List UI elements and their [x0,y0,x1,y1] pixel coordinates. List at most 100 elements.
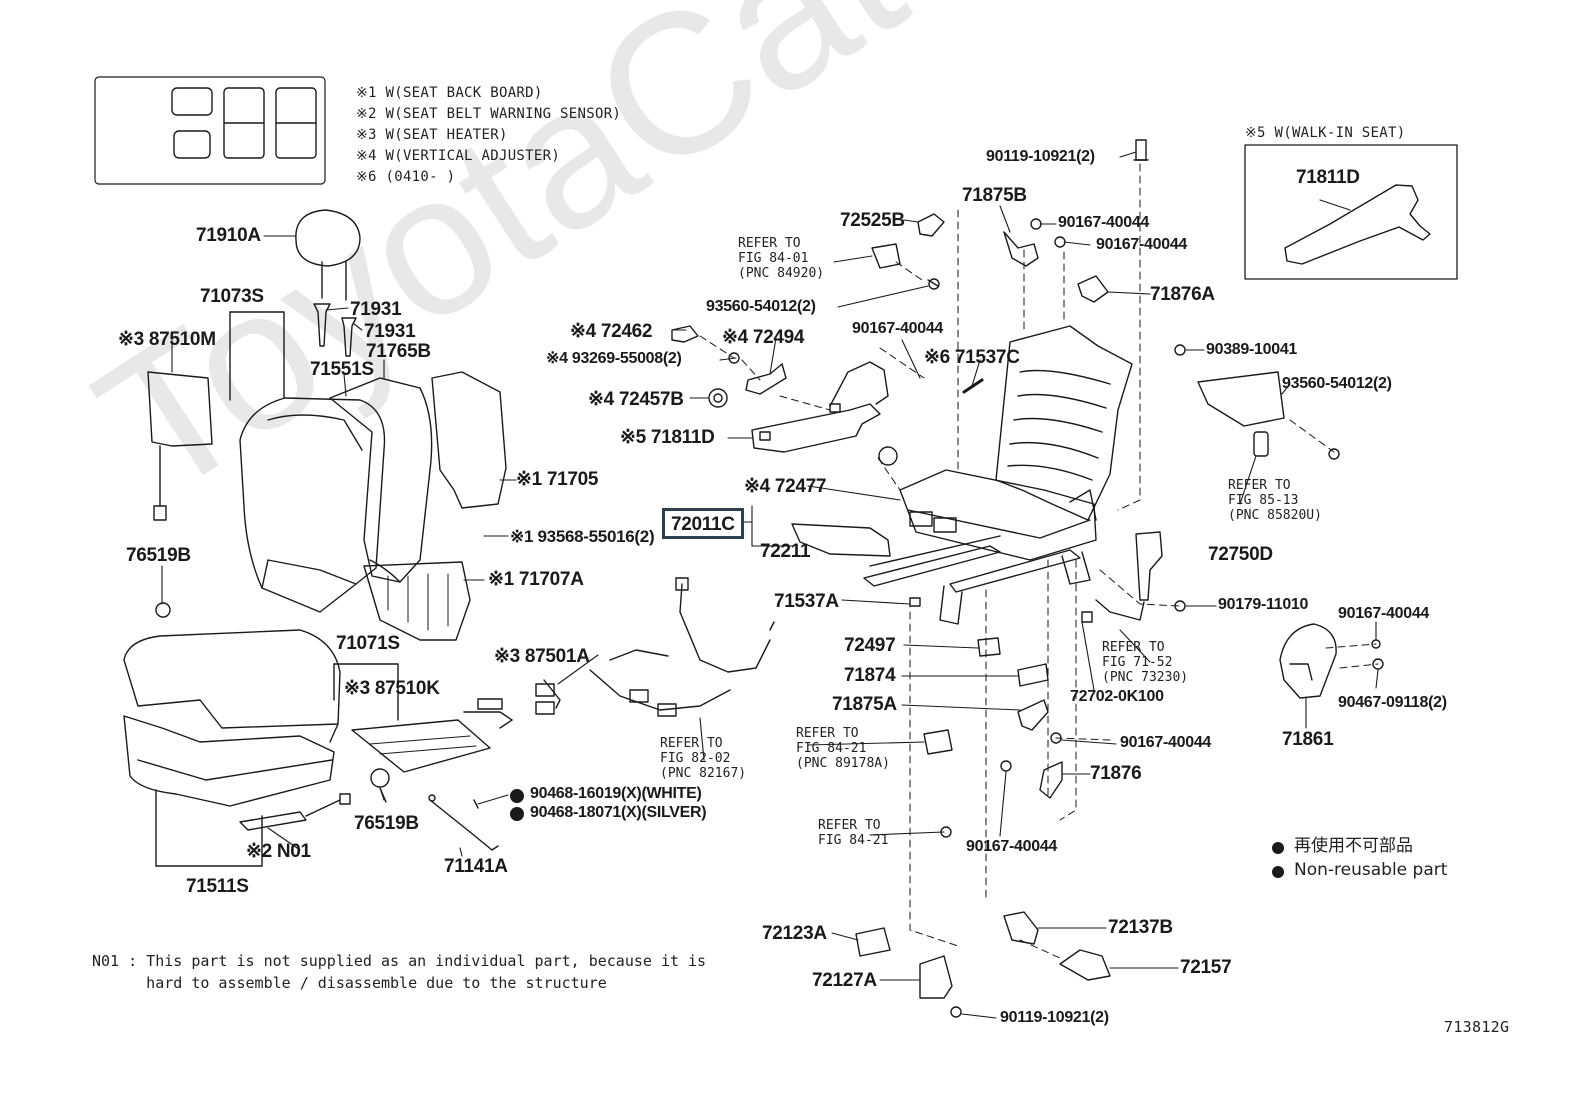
part-label-72011C-highlighted[interactable]: 72011C [662,508,744,539]
cover-71876-shape [1039,761,1063,799]
cap-72457B-shape [708,388,728,408]
knob-72477-shape [878,446,898,466]
cover-72137B-shape [1003,911,1039,945]
legend-non-reusable-ja: 再使用不可部品 [1294,836,1413,856]
seat-cushion-pad-shape [123,715,335,807]
guide-71931-upper-shape [313,303,331,347]
part-label-71931-b: 71931 [364,321,416,342]
legend-note-1: ※1 W(SEAT BACK BOARD) [356,85,543,101]
part-label-87510M: ※3 87510M [118,329,216,350]
part-label-90167-40044-b: 90167-40044 [1058,214,1150,231]
part-label-71073S: 71073S [200,286,264,307]
cover-71874-shape [1017,663,1049,687]
part-label-90167-40044-d: 90167-40044 [1338,605,1430,622]
part-label-90119-10921-a: 90119-10921(2) [986,148,1095,165]
seat-locator-inset [94,76,326,185]
part-label-72525B: 72525B [840,210,905,231]
guide-71931-lower-shape [341,317,357,357]
part-label-71861: 71861 [1282,729,1334,750]
part-71811D-inset-shape [1284,184,1431,265]
refer-to-fig-84-21-a[interactable]: REFER TO FIG 84-21 (PNC 89178A) [796,726,890,771]
legend-note-6: ※6 (0410- ) [356,169,456,185]
clip-72525B-shape [917,213,945,237]
part-label-72123A: 72123A [762,923,827,944]
refer-to-fig-85-13[interactable]: REFER TO FIG 85-13 (PNC 85820U) [1228,478,1322,523]
part-label-71931-a: 71931 [350,299,402,320]
part-label-71876: 71876 [1090,763,1142,784]
part-label-71707A: ※1 71707A [488,569,584,590]
part-label-71876A: 71876A [1150,284,1215,305]
part-label-72702-0K100: 72702-0K100 [1070,688,1164,705]
part-label-71537C: ※6 71537C [924,347,1020,368]
sensor-N01-shape [239,811,307,831]
part-label-71141A: 71141A [444,856,508,877]
part-label-90467-09118: 90467-09118(2) [1338,694,1447,711]
lever-72494-shape [745,363,787,395]
seatback-heater-shape [363,561,471,641]
cover-71876A-shape [1077,275,1109,303]
seatback-cover-seam [261,559,357,589]
cover-71875B-shape [1003,231,1039,267]
legend-note-4: ※4 W(VERTICAL ADJUSTER) [356,148,561,164]
seat-heater-harness-shape [589,577,775,717]
grommet-76519B-lower-shape [370,768,390,788]
knob-72462-shape [671,325,699,343]
part-label-90468-16019: 90468-16019(X)(WHITE) [530,785,702,802]
seatback-board-shape [431,371,507,509]
part-label-71705: ※1 71705 [516,469,599,490]
seat-heater-87510K-shape [351,719,491,773]
part-label-90167-40044-f: 90167-40044 [966,838,1058,855]
part-label-71511S: 71511S [186,876,249,897]
seatback-heater-87510M-shape [147,371,213,447]
part-label-71071S: 71071S [336,633,400,654]
part-label-72497: 72497 [844,635,896,656]
part-label-90179-11010: 90179-11010 [1218,596,1309,613]
seatback-pad-shape [329,377,433,583]
footnote-N01: N01 : This part is not supplied as an in… [92,952,707,992]
part-label-90119-10921-b: 90119-10921(2) [1000,1009,1109,1026]
part-label-72462: ※4 72462 [570,321,653,342]
part-label-71811D-left: ※5 71811D [620,427,715,448]
refer-to-fig-84-21-b[interactable]: REFER TO FIG 84-21 [818,818,889,848]
seatback-pad-seam [369,559,401,583]
non-reusable-markers [510,789,1284,878]
part-label-72211: 72211 [760,541,811,562]
legend-note-3: ※3 W(SEAT HEATER) [356,127,508,143]
part-label-90468-18071: 90468-18071(X)(SILVER) [530,804,707,821]
seat-cushion-cover-shape [123,629,341,729]
part-label-72494: ※4 72494 [722,327,805,348]
part-label-72457B: ※4 72457B [588,389,684,410]
part-label-72477: ※4 72477 [744,476,827,497]
part-label-71875A: 71875A [832,694,897,715]
part-label-90389-10041: 90389-10041 [1206,341,1298,358]
refer-to-fig-82-02[interactable]: REFER TO FIG 82-02 (PNC 82167) [660,736,747,781]
seatback-cover-seam-top [267,414,363,451]
seatback-cover-shape [239,397,386,613]
switch-89178A-shape [923,729,953,755]
buckle-shape [1135,531,1163,601]
part-label-93568-55016: ※1 93568-55016(2) [510,527,655,546]
part-label-71537A: 71537A [774,591,839,612]
part-label-71910A: 71910A [196,225,261,246]
part-label-76519B-lower: 76519B [354,813,419,834]
part-label-93269-55008: ※4 93269-55008(2) [546,350,682,367]
part-label-N01: ※2 N01 [246,841,311,862]
cover-72157-shape [1059,949,1111,981]
part-label-90167-40044-a: 90167-40044 [852,320,944,337]
walk-in-seat-inset [1244,144,1458,280]
cover-72127A-shape [919,955,953,999]
refer-to-fig-84-01[interactable]: REFER TO FIG 84-01 (PNC 84920) [738,236,825,281]
part-label-72127A: 72127A [812,970,877,991]
refer-to-fig-71-52[interactable]: REFER TO FIG 71-52 (PNC 73230) [1102,640,1189,685]
cover-71861-shape [1279,623,1337,699]
part-label-93560-54012-b: 93560-54012(2) [1282,375,1392,392]
wire-71141A-shape [429,799,499,851]
grommet-76519B-upper-shape [155,602,171,618]
part-label-90167-40044-e: 90167-40044 [1120,734,1212,751]
cover-71875A-shape [1017,699,1049,731]
part-label-76519B-upper: 76519B [126,545,191,566]
part-label-71765B: 71765B [366,341,431,362]
figure-id: 713812G [1444,1018,1510,1036]
